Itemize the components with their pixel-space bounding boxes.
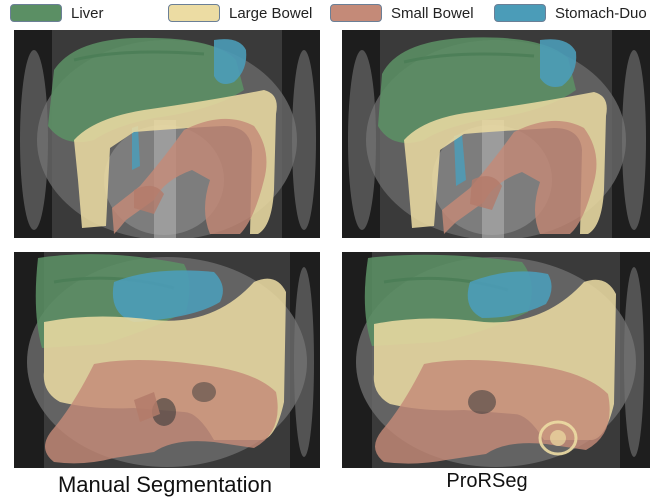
prorseg-view-2: [342, 252, 650, 468]
liver-swatch: [10, 4, 62, 22]
legend-item-stomach-duo: Stomach-Duo: [494, 2, 647, 24]
legend-label-large-bowel: Large Bowel: [229, 4, 313, 22]
small-bowel-swatch: [330, 4, 382, 22]
legend-item-large-bowel: Large Bowel: [168, 2, 312, 24]
legend-item-small-bowel: Small Bowel: [330, 2, 474, 24]
legend-label-stomach-duo: Stomach-Duo: [555, 4, 647, 22]
prorseg-view-1: [342, 30, 650, 238]
large-bowel-swatch: [168, 4, 220, 22]
caption-prorseg: ProRSeg: [446, 470, 528, 492]
manual-segmentation-view-1: [14, 30, 320, 238]
legend-item-liver: Liver: [10, 2, 104, 24]
legend-label-liver: Liver: [71, 4, 104, 22]
legend-label-small-bowel: Small Bowel: [391, 4, 474, 22]
caption-manual-segmentation: Manual Segmentation: [57, 472, 273, 497]
stomach-duo-swatch: [494, 4, 546, 22]
legend: Liver Large Bowel Small Bowel Stomach-Du…: [0, 0, 664, 28]
manual-segmentation-view-2: [14, 252, 320, 468]
